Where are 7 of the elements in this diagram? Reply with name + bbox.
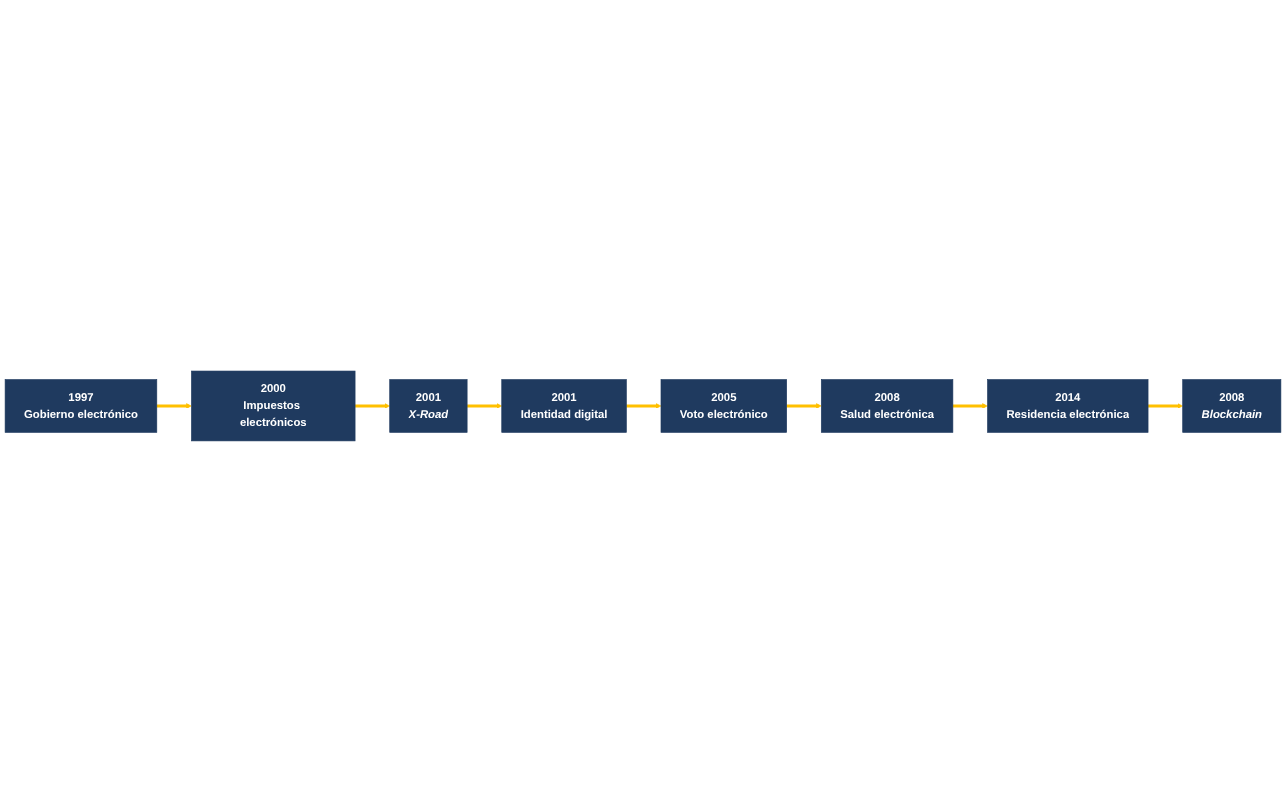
arrow <box>355 403 390 409</box>
arrow <box>156 403 192 409</box>
arrow <box>467 403 502 409</box>
arrow <box>1148 403 1183 409</box>
arrow <box>952 403 988 409</box>
arrow <box>626 403 662 409</box>
arrow <box>786 403 822 409</box>
